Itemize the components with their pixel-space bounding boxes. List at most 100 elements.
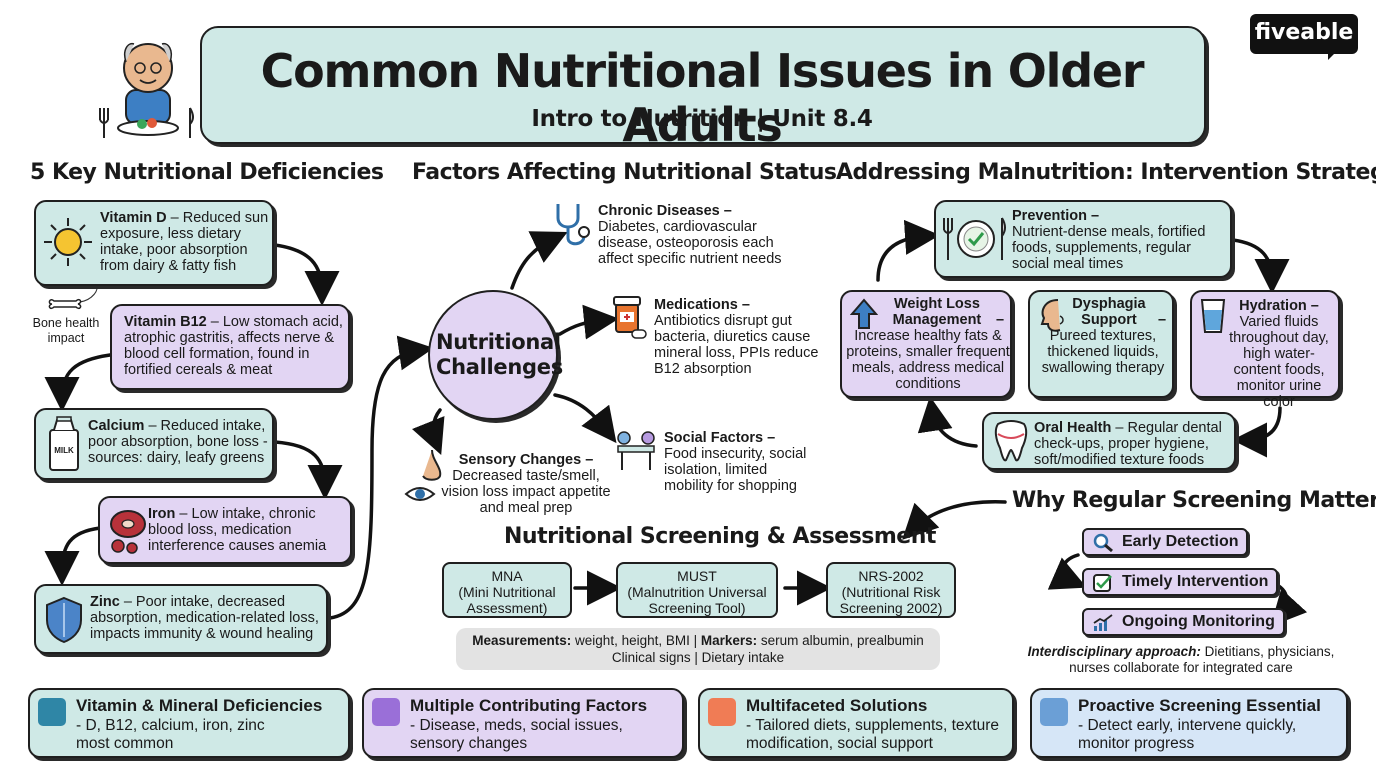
ongoing-monitoring-pill: Ongoing Monitoring: [1082, 608, 1285, 636]
medications-desc: Antibiotics disrupt gut bacteria, diuret…: [654, 313, 819, 377]
hydration-name: Hydration: [1239, 298, 1307, 314]
dysphagia-name: Dysphagia Support: [1072, 296, 1146, 328]
header-banner: Common Nutritional Issues in Older Adult…: [200, 26, 1206, 152]
summary-desc-1: - D, B12, calcium, iron, zinc most commo…: [76, 717, 265, 752]
oral-health-name: Oral Health: [1034, 420, 1112, 436]
hydration-desc: Varied fluids throughout day, high water…: [1229, 314, 1329, 410]
social-name: Social Factors: [664, 430, 764, 446]
must-tool: MUST (Malnutrition Universal Screening T…: [616, 562, 778, 618]
summary-deficiencies: Vitamin & Mineral Deficiencies - D, B12,…: [28, 688, 350, 758]
chart-trend-icon: [1092, 613, 1114, 633]
checkbox-icon: [1092, 573, 1114, 593]
tooth-icon: [992, 420, 1030, 464]
summary-desc-2: - Disease, meds, social issues, sensory …: [410, 717, 623, 752]
hydration-text: Hydration – Varied fluids throughout day…: [1220, 298, 1338, 410]
must-abbr: MUST: [677, 568, 717, 584]
calcium-name: Calcium: [88, 418, 145, 434]
bone-health-note: Bone health impact: [32, 316, 100, 345]
vitamin-b12-desc: – Low stomach acid, atrophic gastritis, …: [124, 314, 343, 378]
summary-title-2: Multiple Contributing Factors: [410, 696, 648, 715]
medications-name: Medications: [654, 297, 738, 313]
magnifier-icon: [1092, 533, 1114, 553]
measurements-text: weight, height, BMI |: [571, 633, 701, 648]
vitamin-b12-name: Vitamin B12: [124, 314, 207, 330]
summary-desc-3: - Tailored diets, supplements, texture m…: [746, 717, 1000, 752]
nose-icon: [418, 448, 446, 482]
early-detection-label: Early Detection: [1122, 533, 1239, 550]
calcium-text: Calcium – Reduced intake, poor absorptio…: [88, 418, 272, 466]
arrow-up-icon: [849, 298, 879, 330]
early-detection-pill: Early Detection: [1082, 528, 1249, 556]
summary-marker-4: [1040, 698, 1068, 726]
iron-desc: – Low intake, chronic blood loss, medica…: [148, 506, 327, 554]
summary-screening: Proactive Screening Essential - Detect e…: [1030, 688, 1348, 758]
prevention-name: Prevention: [1012, 208, 1087, 224]
mna-full: (Mini Nutritional Assessment): [458, 584, 556, 616]
sensory-desc: Decreased taste/smell, vision loss impac…: [441, 468, 611, 516]
vitamin-d-text: Vitamin D – Reduced sun exposure, less d…: [100, 210, 272, 274]
measurements-panel: Measurements: weight, height, BMI | Mark…: [456, 628, 940, 670]
medications-text: Medications – Antibiotics disrupt gut ba…: [654, 297, 819, 377]
zinc-text: Zinc – Poor intake, decreased absorption…: [90, 594, 326, 642]
markers-text: serum albumin, prealbumin: [757, 633, 924, 648]
prevention-dash: –: [1086, 208, 1100, 224]
deficiencies-title: 5 Key Nutritional Deficiencies: [30, 160, 384, 185]
chronic-dash: –: [719, 203, 732, 219]
hydration-card: Hydration – Varied fluids throughout day…: [1190, 290, 1340, 410]
interventions-title: Addressing Malnutrition: Intervention St…: [836, 160, 1376, 185]
prevention-text: Prevention – Nutrient-dense meals, forti…: [1012, 208, 1230, 272]
zinc-card: Zinc – Poor intake, decreased absorption…: [34, 584, 328, 654]
water-glass-icon: [1200, 298, 1226, 334]
clinical-line: Clinical signs | Dietary intake: [611, 650, 785, 665]
summary-title-3: Multifaceted Solutions: [746, 696, 928, 715]
social-dash: –: [763, 430, 776, 446]
nrs-tool: NRS-2002 (Nutritional Risk Screening 200…: [826, 562, 956, 618]
plate-check-icon: [942, 214, 1008, 264]
screening-title: Nutritional Screening & Assessment: [504, 524, 936, 549]
dysphagia-dash: –: [1153, 312, 1167, 328]
vitamin-d-name: Vitamin D: [100, 210, 167, 226]
sun-icon: [42, 216, 94, 268]
dysphagia-card: Dysphagia Support – Pureed textures, thi…: [1028, 290, 1174, 398]
ongoing-monitoring-label: Ongoing Monitoring: [1122, 613, 1275, 630]
swallow-face-icon: [1036, 298, 1066, 334]
social-dining-icon: [612, 428, 660, 472]
iron-name: Iron: [148, 506, 176, 522]
mna-tool: MNA (Mini Nutritional Assessment): [442, 562, 572, 618]
shield-icon: [44, 596, 84, 644]
zinc-desc: – Poor intake, decreased absorption, med…: [90, 594, 319, 642]
mna-abbr: MNA: [491, 568, 523, 584]
zinc-name: Zinc: [90, 594, 120, 610]
chronic-desc: Diabetes, cardiovascular disease, osteop…: [598, 219, 782, 267]
weight-loss-desc: Increase healthy fats & proteins, smalle…: [846, 328, 1010, 392]
summary-marker-1: [38, 698, 66, 726]
weight-loss-dash: –: [991, 312, 1005, 328]
social-factors-text: Social Factors – Food insecurity, social…: [664, 430, 819, 494]
milk-label: MILK: [54, 446, 74, 455]
pill-bottle-icon: [612, 294, 648, 342]
timely-intervention-label: Timely Intervention: [1122, 573, 1269, 590]
measurements-label: Measurements:: [472, 633, 572, 648]
measurements-line: Measurements: weight, height, BMI | Mark…: [456, 633, 940, 648]
summary-desc-4: - Detect early, intervene quickly, monit…: [1078, 717, 1297, 752]
weight-loss-card: Weight Loss Management – Increase health…: [840, 290, 1012, 398]
chronic-diseases-text: Chronic Diseases – Diabetes, cardiovascu…: [598, 203, 793, 267]
page-subtitle: Intro to Nutrition | Unit 8.4: [531, 106, 873, 132]
iron-text: Iron – Low intake, chronic blood loss, m…: [148, 506, 350, 554]
nutritional-challenges-hub: Nutritional Challenges: [428, 290, 563, 420]
stethoscope-icon: [550, 200, 594, 250]
weight-loss-text: Weight Loss Management – Increase health…: [846, 296, 1010, 392]
sensory-changes-text: Sensory Changes – Decreased taste/smell,…: [436, 452, 616, 516]
why-screening-title: Why Regular Screening Matters: [1012, 488, 1376, 513]
calcium-card: MILK Calcium – Reduced intake, poor abso…: [34, 408, 274, 480]
approach-label: Interdisciplinary approach:: [1027, 644, 1201, 659]
timely-intervention-pill: Timely Intervention: [1082, 568, 1279, 596]
oral-health-text: Oral Health – Regular dental check-ups, …: [1034, 420, 1234, 468]
sensory-dash: –: [581, 452, 594, 468]
dysphagia-desc: Pureed textures, thickened liquids, swal…: [1041, 328, 1165, 376]
challenges-label: Nutritional Challenges: [436, 330, 563, 379]
nrs-abbr: NRS-2002: [858, 568, 924, 584]
vitamin-d-desc: – Reduced sun exposure, less dietary int…: [100, 210, 269, 274]
vitamin-b12-text: Vitamin B12 – Low stomach acid, atrophic…: [124, 314, 348, 378]
